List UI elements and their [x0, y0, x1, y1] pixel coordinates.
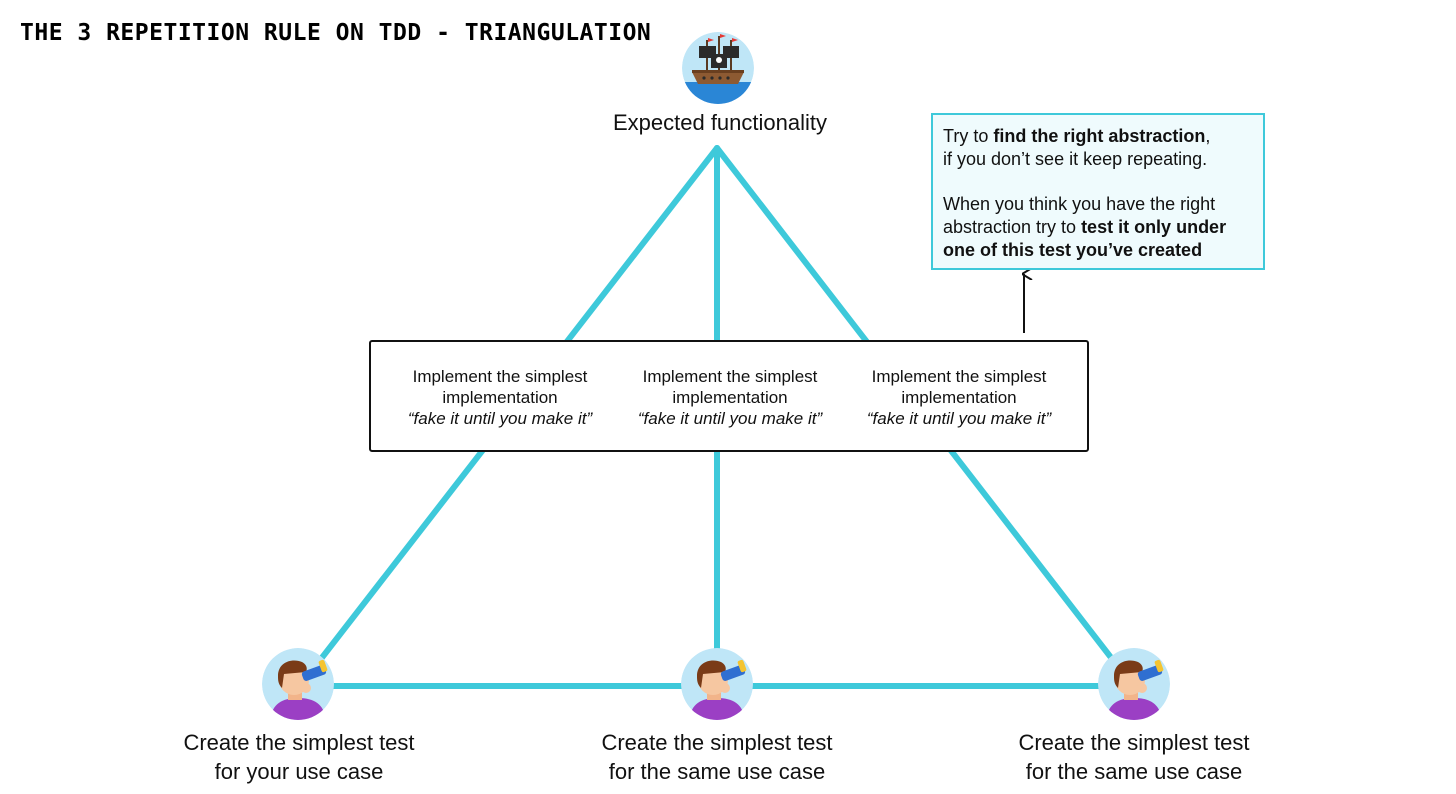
pirate-ship-icon [682, 32, 754, 104]
expected-functionality-label: Expected functionality [612, 110, 828, 135]
person-with-binoculars-icon [262, 648, 334, 720]
implementation-step-3: Implement the simplest implementation “f… [866, 367, 1052, 428]
test-label-3: Create the simplest test for the same us… [1018, 730, 1250, 784]
person-with-binoculars-icon [681, 648, 753, 720]
callout-paragraph-1: Try to find the right abstraction,if you… [943, 126, 1211, 169]
page-title: THE 3 REPETITION RULE ON TDD - TRIANGULA… [20, 20, 652, 46]
abstraction-callout: Try to find the right abstraction,if you… [931, 113, 1265, 270]
test-label-2: Create the simplest test for the same us… [601, 730, 833, 784]
implementation-step-1: Implement the simplest implementation “f… [407, 367, 593, 428]
test-label-1: Create the simplest test for your use ca… [183, 730, 415, 784]
implementation-step-2: Implement the simplest implementation “f… [637, 367, 823, 428]
person-with-binoculars-icon [1098, 648, 1170, 720]
implementation-box: Implement the simplest implementation “f… [369, 340, 1089, 452]
callout-paragraph-2: When you think you have the right abstra… [943, 194, 1227, 260]
